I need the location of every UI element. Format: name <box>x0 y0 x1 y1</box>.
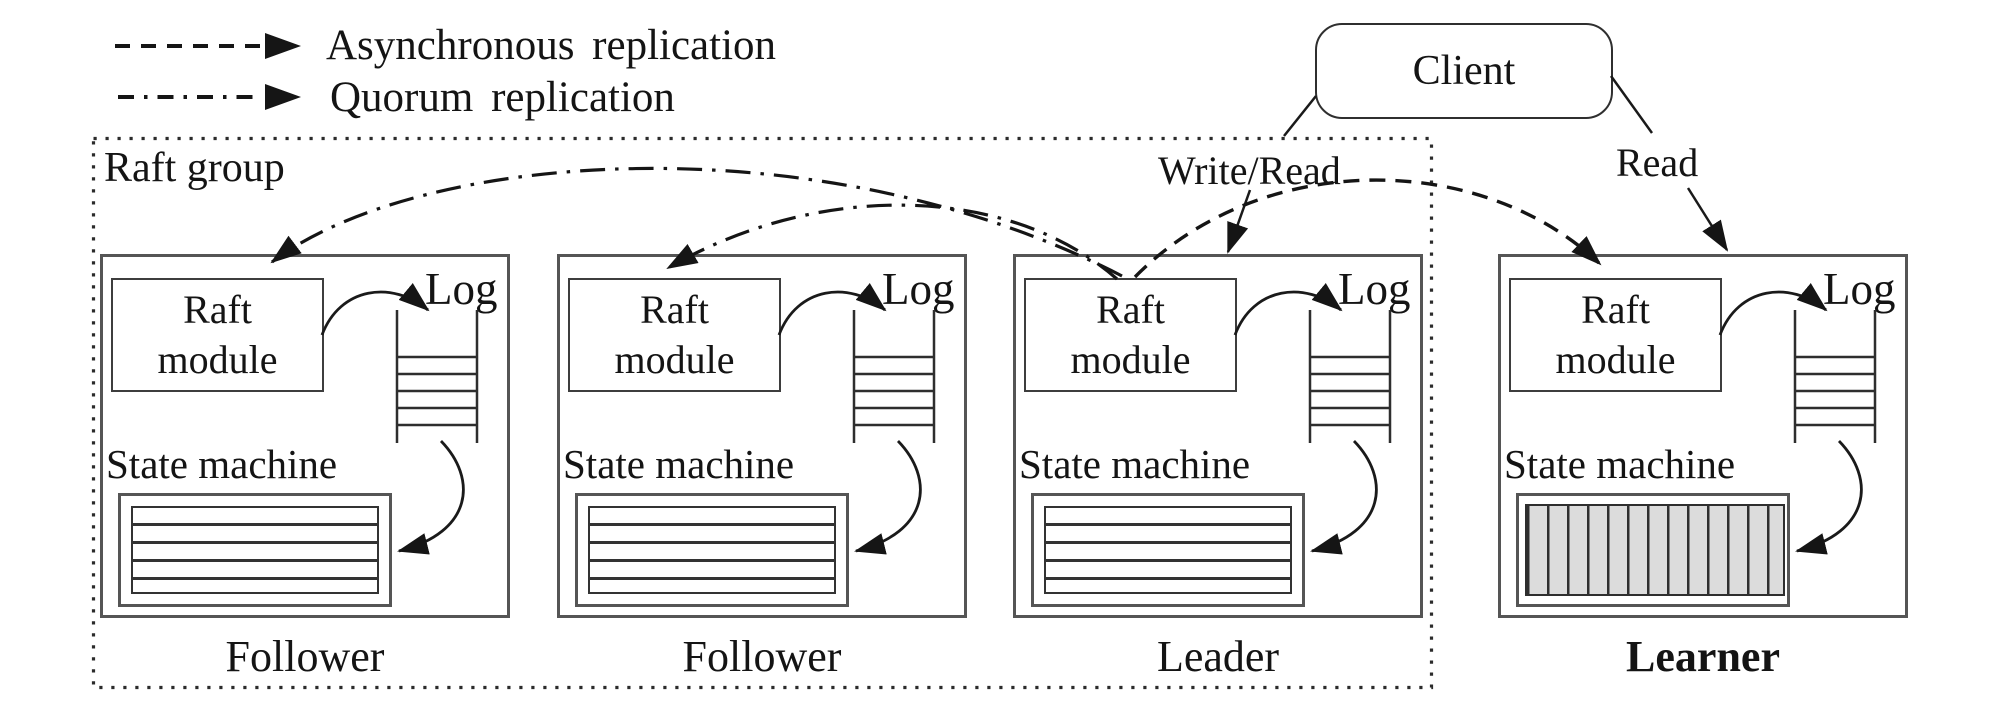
state-machine-box <box>1031 493 1305 607</box>
node-leader: Raft module Log State machine Leader <box>1013 254 1423 681</box>
log-label: Log <box>1338 264 1411 314</box>
legend-dash-dot-arrow-icon <box>118 84 301 110</box>
state-machine-label: State machine <box>563 441 795 487</box>
node-follower-1: Raft module Log State machine Follower <box>100 254 510 681</box>
raft-module-line2: module <box>1070 337 1191 382</box>
node-learner: Raft module Log State machine Learner <box>1498 254 1908 681</box>
node-role-label: Follower <box>225 632 385 681</box>
client-to-writeread-line <box>1283 95 1317 137</box>
state-machine-log-rows <box>588 506 836 594</box>
client-to-read-line <box>1609 75 1654 134</box>
raft-module-line2: module <box>614 337 735 382</box>
read-label: Read <box>1616 140 1699 185</box>
state-machine-log-rows <box>1044 506 1292 594</box>
state-machine-log-rows <box>131 506 379 594</box>
node-role-label: Leader <box>1156 632 1280 681</box>
legend-dashed-arrow-icon <box>115 33 301 59</box>
raft-module-line2: module <box>157 337 278 382</box>
node-role-label: Follower <box>682 632 842 681</box>
state-machine-hatched-block <box>1525 504 1785 596</box>
raft-module-line1: Raft <box>1581 287 1650 332</box>
log-label: Log <box>1823 264 1896 314</box>
raft-group-label: Raft group <box>104 145 285 191</box>
state-machine-label: State machine <box>1504 441 1736 487</box>
state-machine-label: State machine <box>106 441 338 487</box>
state-machine-box <box>1516 493 1790 607</box>
raft-module-line2: module <box>1555 337 1676 382</box>
raft-module-line1: Raft <box>183 287 252 332</box>
state-machine-label: State machine <box>1019 441 1251 487</box>
legend-async-label: Asynchronous replication <box>326 22 777 69</box>
raft-module-line1: Raft <box>640 287 709 332</box>
log-label: Log <box>882 264 955 314</box>
raft-module-box: Raft module <box>1509 278 1722 392</box>
node-role-label: Learner <box>1626 632 1780 681</box>
log-label: Log <box>425 264 498 314</box>
client-box: Client <box>1315 23 1613 119</box>
read-arrow <box>1686 187 1729 252</box>
raft-module-box: Raft module <box>568 278 781 392</box>
raft-module-line1: Raft <box>1096 287 1165 332</box>
raft-module-box: Raft module <box>1024 278 1237 392</box>
state-machine-box <box>575 493 849 607</box>
client-label: Client <box>1412 48 1516 94</box>
write-read-label: Write/Read <box>1158 148 1341 193</box>
state-machine-box <box>118 493 392 607</box>
legend-quorum-label: Quorum replication <box>330 74 675 121</box>
write-read-arrow <box>1226 189 1252 254</box>
node-follower-2: Raft module Log State machine Follower <box>557 254 967 681</box>
raft-module-box: Raft module <box>111 278 324 392</box>
